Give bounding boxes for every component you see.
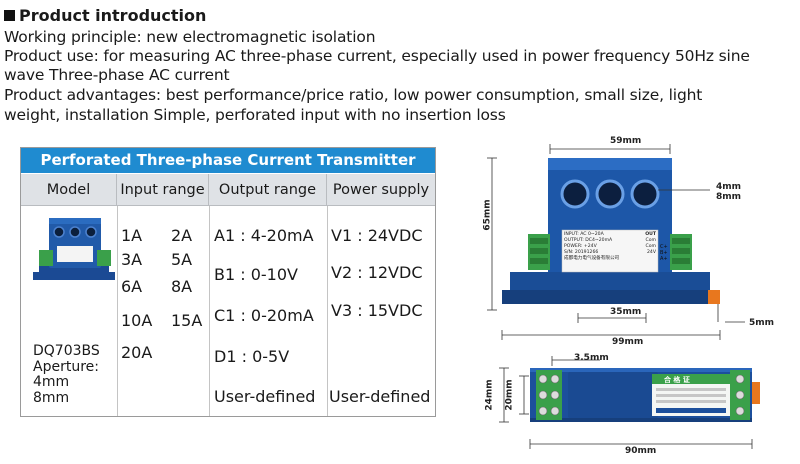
input-range-cell: 6A [121,277,143,296]
column-divider [209,206,210,416]
input-range-cell: 5A [171,250,193,269]
certificate-label-title: 合 格 证 [664,376,690,384]
product-advantages-text: Product advantages: best performance/pri… [4,86,703,104]
header-input-range: Input range [117,174,209,206]
dim-depth-inner: 20mm [504,379,515,411]
label-power: POWER: +24V [564,244,597,249]
power-supply-cell: V2 : 12VDC [331,263,422,282]
input-range-cell: 8A [171,277,193,296]
output-range-cell: B1 : 0-10V [214,265,298,284]
label-24v: 24V [647,250,656,255]
dim-foot: 5mm [749,318,775,328]
header-model: Model [21,174,117,206]
aperture-value: 8mm [33,389,70,406]
column-divider [327,206,328,416]
model-name: DQ703BS [33,343,100,359]
dim-rail: 35mm [610,307,642,317]
output-range-cell: User-defined [214,387,316,406]
front-view-drawing [487,144,745,340]
power-supply-value: 15VDC [367,301,423,320]
dim-top-width: 59mm [610,136,642,146]
column-divider [117,206,118,416]
aperture-label: Aperture: [33,358,99,375]
aperture-value: 4mm [33,374,70,390]
power-supply-value: 24VDC [367,226,423,245]
label-output: OUTPUT: DC4~20mA [564,238,613,243]
model-table: Perforated Three-phase Current Transmitt… [20,147,436,417]
power-supply-prefix: V2 : [331,263,368,282]
output-range-cell: D1 : 0-5V [214,347,290,366]
input-range-cell: 20A [121,343,153,362]
label-input: INPUT: AC 0~20A [564,232,604,237]
power-supply-cell: User-defined [329,387,431,406]
label-footer: 成都电力电气设备有限公司 [564,256,620,261]
header-power-supply: Power supply [327,174,435,206]
terminal-label: C+ [660,244,668,250]
input-range-cell: 2A [171,226,193,245]
input-range-cell: 10A [121,311,153,330]
header-output-range: Output range [209,174,327,206]
input-range-cell: 3A [121,250,143,269]
top-view-drawing [499,356,760,449]
product-use-text-cont: wave Three-phase AC current [4,66,230,84]
input-range-cell: 15A [171,311,203,330]
dim-depth-outer: 24mm [484,379,495,411]
heading-text: Product introduction [19,6,207,25]
power-supply-cell: V1 : 24VDC [331,226,422,245]
dim-screw: 3.5mm [574,353,609,363]
power-supply-prefix: V3 : [331,301,368,320]
label-out-title: OUT [645,232,656,237]
terminal-labels: C+ B+ A+ [660,244,668,262]
product-use-text: Product use: for measuring AC three-phas… [4,47,750,65]
section-heading: Product introduction [4,6,206,26]
input-range-cell: 1A [121,226,143,245]
dim-hole-b: 8mm [716,192,742,202]
terminal-label: A+ [660,256,668,262]
product-advantages-text-cont: weight, installation Simple, perforated … [4,106,506,124]
sensor-thumbnail-image [33,218,115,280]
working-principle-text: Working principle: new electromagnetic i… [4,28,376,46]
model-info: DQ703BS Aperture: 4mm 8mm [33,343,100,406]
output-range-cell: C1 : 0-20mA [214,306,314,325]
label-serial: S/N: 20191266 [564,250,599,255]
label-com1: Com [645,238,657,243]
output-range-cell: A1 : 4-20mA [214,226,314,245]
power-supply-cell: V3 : 15VDC [331,301,422,320]
label-com2: Com [645,244,657,249]
table-title: Perforated Three-phase Current Transmitt… [21,148,435,194]
dim-hole-a: 4mm [716,182,742,192]
power-supply-value: 12VDC [367,263,423,282]
square-bullet-icon [4,10,15,21]
power-supply-prefix: V1 : [331,226,368,245]
terminal-label: B+ [660,250,668,256]
dim-height: 65mm [482,199,493,231]
dim-overall-width: 99mm [612,337,644,347]
dim-width: 90mm [625,446,657,456]
device-label: INPUT: AC 0~20A OUT OUTPUT: DC4~20mA Com P… [564,232,656,262]
